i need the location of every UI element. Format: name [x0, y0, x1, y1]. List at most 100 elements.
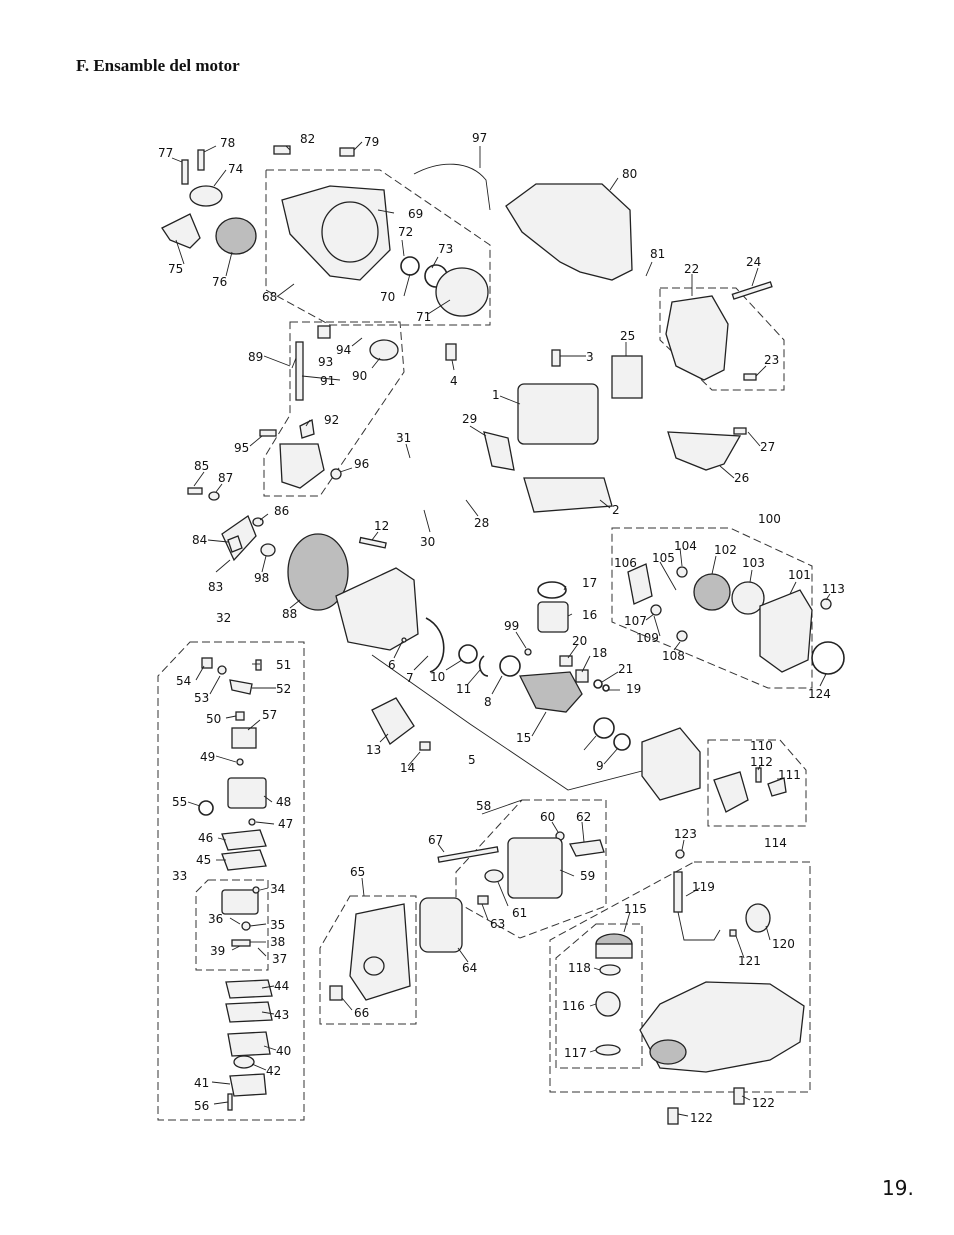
gasket-29-shape [483, 431, 515, 471]
clutch-76-shape [215, 217, 257, 255]
leader-lines [171, 141, 831, 1117]
page-number: 19. [882, 1176, 914, 1200]
part-label: 38 [270, 935, 285, 949]
bearing-70-shape [400, 256, 420, 276]
diaphragm-43-shape [225, 1001, 273, 1023]
spring-84-shape [227, 535, 243, 553]
part-label: 91 [320, 374, 335, 388]
part-label: 84 [192, 533, 207, 547]
part-label: 61 [512, 906, 527, 920]
part-label: 73 [438, 242, 453, 256]
clip-99-shape [524, 648, 532, 656]
part-label: 78 [220, 136, 235, 150]
page-title: F. Ensamble del motor [76, 56, 240, 75]
group-outlines [157, 169, 813, 1121]
base-59-shape [507, 837, 563, 899]
ring-55-shape [198, 800, 214, 816]
crankcase-shape [335, 567, 419, 651]
hose-119-shape [673, 871, 683, 913]
part-label: 58 [476, 799, 491, 813]
bearing-10-shape [458, 644, 478, 664]
spring-103-shape [731, 581, 765, 615]
group-22-outline [659, 287, 785, 391]
gasket-25-shape [611, 355, 643, 399]
part-label: 7 [406, 671, 414, 685]
part-label: 122 [690, 1111, 713, 1125]
part-label: 65 [350, 865, 365, 879]
part-label: 14 [400, 761, 415, 775]
part-label: 94 [336, 343, 351, 357]
part-label: 53 [194, 691, 209, 705]
clip-121-shape [729, 929, 737, 937]
part-label: 31 [396, 431, 411, 445]
part-label: 49 [200, 750, 215, 764]
housing-101-shape [759, 589, 813, 673]
part-label: 103 [742, 556, 765, 570]
part-label: 76 [212, 275, 227, 289]
part-label: 106 [614, 556, 637, 570]
part-label: 26 [734, 471, 749, 485]
part-label: 109 [636, 631, 659, 645]
part-label: 22 [684, 262, 699, 276]
part-label: 47 [278, 817, 293, 831]
part-label: 54 [176, 674, 191, 688]
part-label: 1 [492, 388, 500, 402]
part-label: 90 [352, 369, 367, 383]
drum-71-shape [435, 267, 489, 317]
part-label: 19 [626, 682, 641, 696]
part-93-shape [317, 325, 331, 339]
cover-hole-shape [363, 956, 385, 976]
plate-41-shape [229, 1073, 267, 1097]
part-label: 45 [196, 853, 211, 867]
part-label: 83 [208, 580, 223, 594]
bearing-18-shape [575, 669, 589, 683]
coil-shape [279, 443, 325, 489]
ring-124-shape [811, 641, 845, 675]
part-label: 20 [572, 634, 587, 648]
part-47-shape [248, 818, 256, 826]
diaphragm-45-shape [221, 849, 267, 871]
hose-119-line [677, 911, 721, 941]
screw-23-shape [743, 373, 757, 381]
bearing-8a-shape [499, 655, 521, 677]
part-label: 42 [266, 1064, 281, 1078]
screw-95-shape [259, 429, 277, 437]
screw-107-shape [650, 604, 662, 616]
group-115-outline [555, 923, 643, 1069]
needle-35-shape [241, 921, 251, 931]
rod-91-shape [295, 341, 304, 401]
part-label: 67 [428, 833, 443, 847]
cover-80-shape [505, 183, 633, 281]
part-label: 44 [274, 979, 289, 993]
lever-52-shape [229, 679, 253, 695]
screw-54-shape [201, 657, 213, 669]
bracket-75-shape [161, 213, 201, 249]
part-label: 124 [808, 687, 831, 701]
group-65-outline [319, 895, 417, 1025]
part-50-shape [235, 711, 245, 721]
part-label: 92 [324, 413, 339, 427]
part-label: 111 [778, 768, 801, 782]
part-49-shape [236, 758, 244, 766]
part-label: 99 [504, 619, 519, 633]
flywheel-88-shape [287, 533, 349, 611]
part-label: 6 [388, 658, 396, 672]
part-label: 95 [234, 441, 249, 455]
washer-87-shape [208, 491, 220, 501]
clip-19-shape [602, 684, 610, 692]
filter-42-shape [233, 1055, 255, 1069]
part-label: 27 [760, 440, 775, 454]
gasket-7-shape [425, 617, 445, 673]
part-6-shape [401, 637, 407, 643]
bolt-85-shape [187, 487, 203, 495]
valve-116-shape [595, 991, 621, 1017]
part-label: 79 [364, 135, 379, 149]
part-label: 51 [276, 658, 291, 672]
part-label: 81 [650, 247, 665, 261]
part-label: 82 [300, 132, 315, 146]
washer-53-shape [217, 665, 227, 675]
part-label: 12 [374, 519, 389, 533]
part-label: 119 [692, 880, 715, 894]
part-label: 120 [772, 937, 795, 951]
body-36-shape [221, 889, 259, 915]
